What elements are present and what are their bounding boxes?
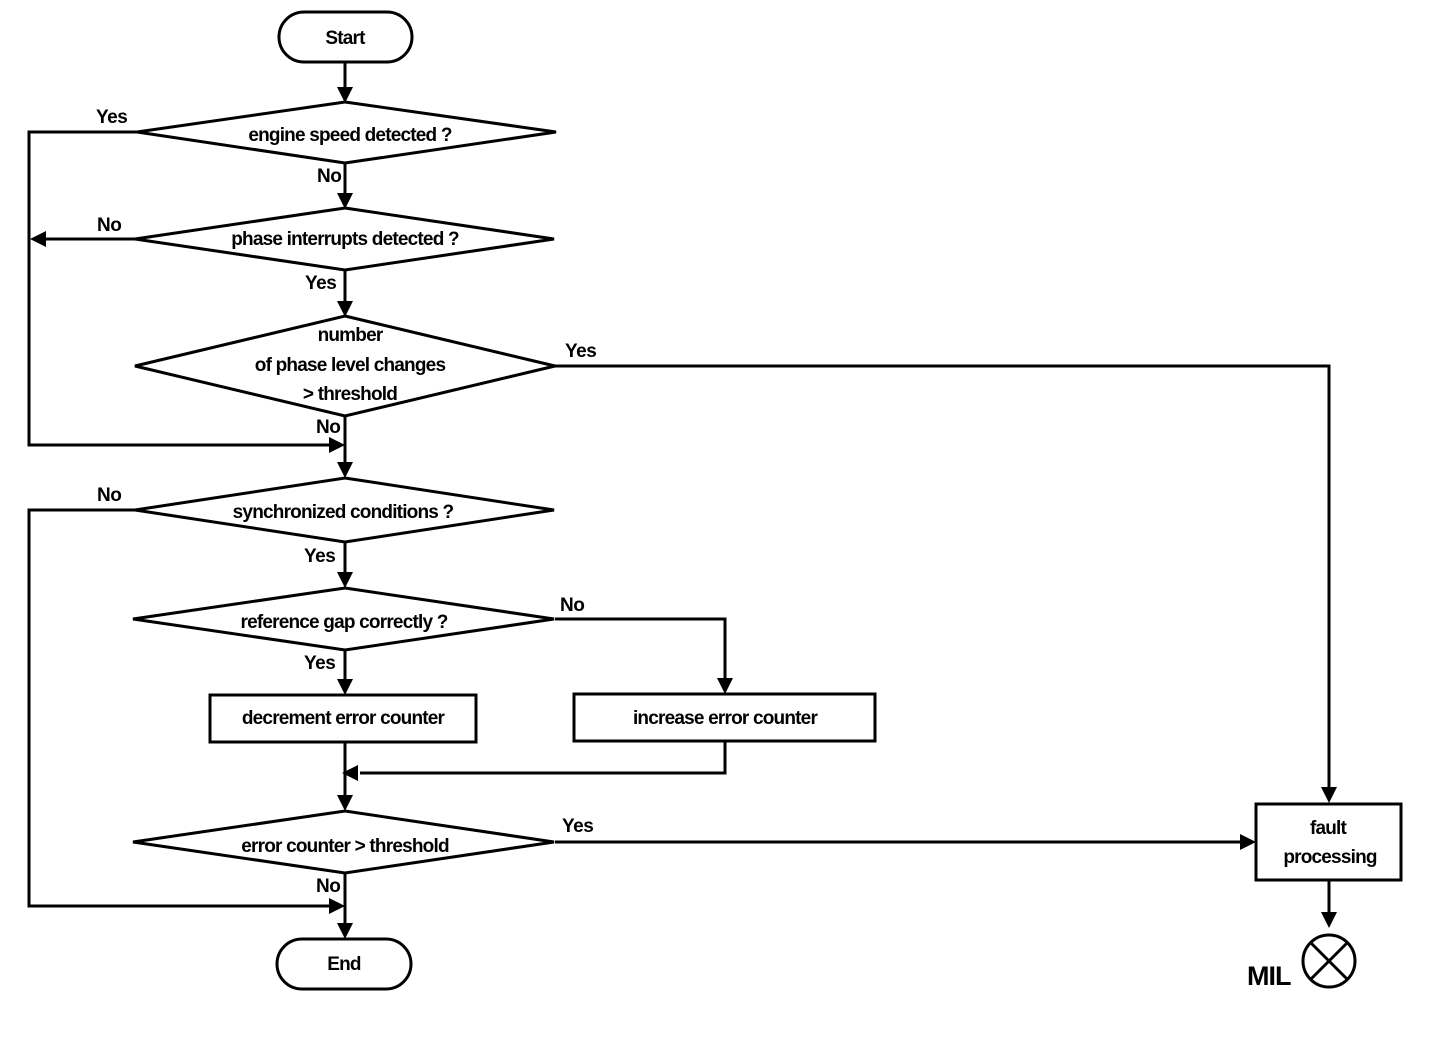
arrowhead	[337, 923, 353, 939]
synchronized-label: synchronized conditions ?	[233, 502, 454, 523]
decision-phase-level-changes	[134, 314, 556, 418]
engine-speed-label: engine speed detected ?	[248, 125, 452, 146]
start-terminal	[277, 10, 414, 64]
decision-synchronized	[134, 476, 555, 544]
arrowhead	[337, 679, 353, 695]
arrowhead	[329, 898, 345, 914]
arrowhead	[329, 437, 345, 453]
decision-engine-speed	[136, 100, 557, 165]
arrowhead	[337, 87, 353, 103]
phase-changes-label-2: of phase level changes	[255, 355, 446, 376]
arrowhead	[337, 193, 353, 209]
branch-label-no: No	[97, 485, 121, 506]
branch-label-yes: Yes	[562, 816, 593, 837]
end-label: End	[327, 954, 361, 975]
process-decrement-error-counter	[208, 693, 478, 744]
branch-label-yes: Yes	[565, 341, 596, 362]
error-counter-label: error counter > threshold	[241, 836, 449, 857]
process-increase-error-counter	[572, 692, 877, 743]
fault-label-1: fault	[1310, 818, 1348, 839]
arrowhead	[30, 231, 46, 247]
increase-label: increase error counter	[633, 708, 819, 729]
connector-increase-merge	[360, 742, 727, 775]
arrowhead	[337, 462, 353, 478]
fault-label-2: processing	[1283, 847, 1377, 868]
branch-label-no: No	[317, 166, 341, 187]
arrowhead	[337, 795, 353, 811]
end-terminal	[275, 937, 413, 991]
branch-label-no: No	[316, 876, 340, 897]
decision-error-counter	[132, 809, 555, 875]
connector-sync-no-loop	[27, 508, 331, 908]
decrement-label: decrement error counter	[242, 708, 446, 729]
arrowheads	[30, 87, 1337, 939]
mil-label: MIL	[1247, 961, 1291, 991]
connectors	[27, 62, 1331, 926]
arrowhead	[1240, 834, 1256, 850]
branch-label-yes: Yes	[304, 653, 335, 674]
arrowhead	[337, 572, 353, 588]
branch-label-no: No	[560, 595, 584, 616]
connector-engine-yes-loop	[27, 130, 331, 447]
connector-changes-yes	[555, 364, 1331, 790]
arrowhead	[1321, 787, 1337, 803]
reference-gap-label: reference gap correctly ?	[240, 612, 447, 633]
branch-label-yes: Yes	[305, 273, 336, 294]
branch-label-no: No	[316, 417, 340, 438]
mil-lamp-icon	[1301, 933, 1357, 989]
arrowhead	[337, 301, 353, 317]
start-label: Start	[325, 28, 366, 49]
arrowhead	[717, 678, 733, 694]
branch-label-yes: Yes	[304, 546, 335, 567]
phase-changes-label-1: number	[318, 325, 384, 346]
phase-interrupts-label: phase interrupts detected ?	[231, 229, 459, 250]
branch-label-yes: Yes	[96, 107, 127, 128]
arrowhead	[342, 765, 358, 781]
arrowhead	[1321, 912, 1337, 928]
branch-label-no: No	[97, 215, 121, 236]
decision-phase-interrupts	[134, 206, 555, 272]
phase-changes-label-3: > threshold	[303, 384, 397, 405]
connector-gap-no	[555, 617, 727, 681]
process-fault-processing	[1254, 802, 1403, 882]
decision-reference-gap	[132, 586, 555, 652]
